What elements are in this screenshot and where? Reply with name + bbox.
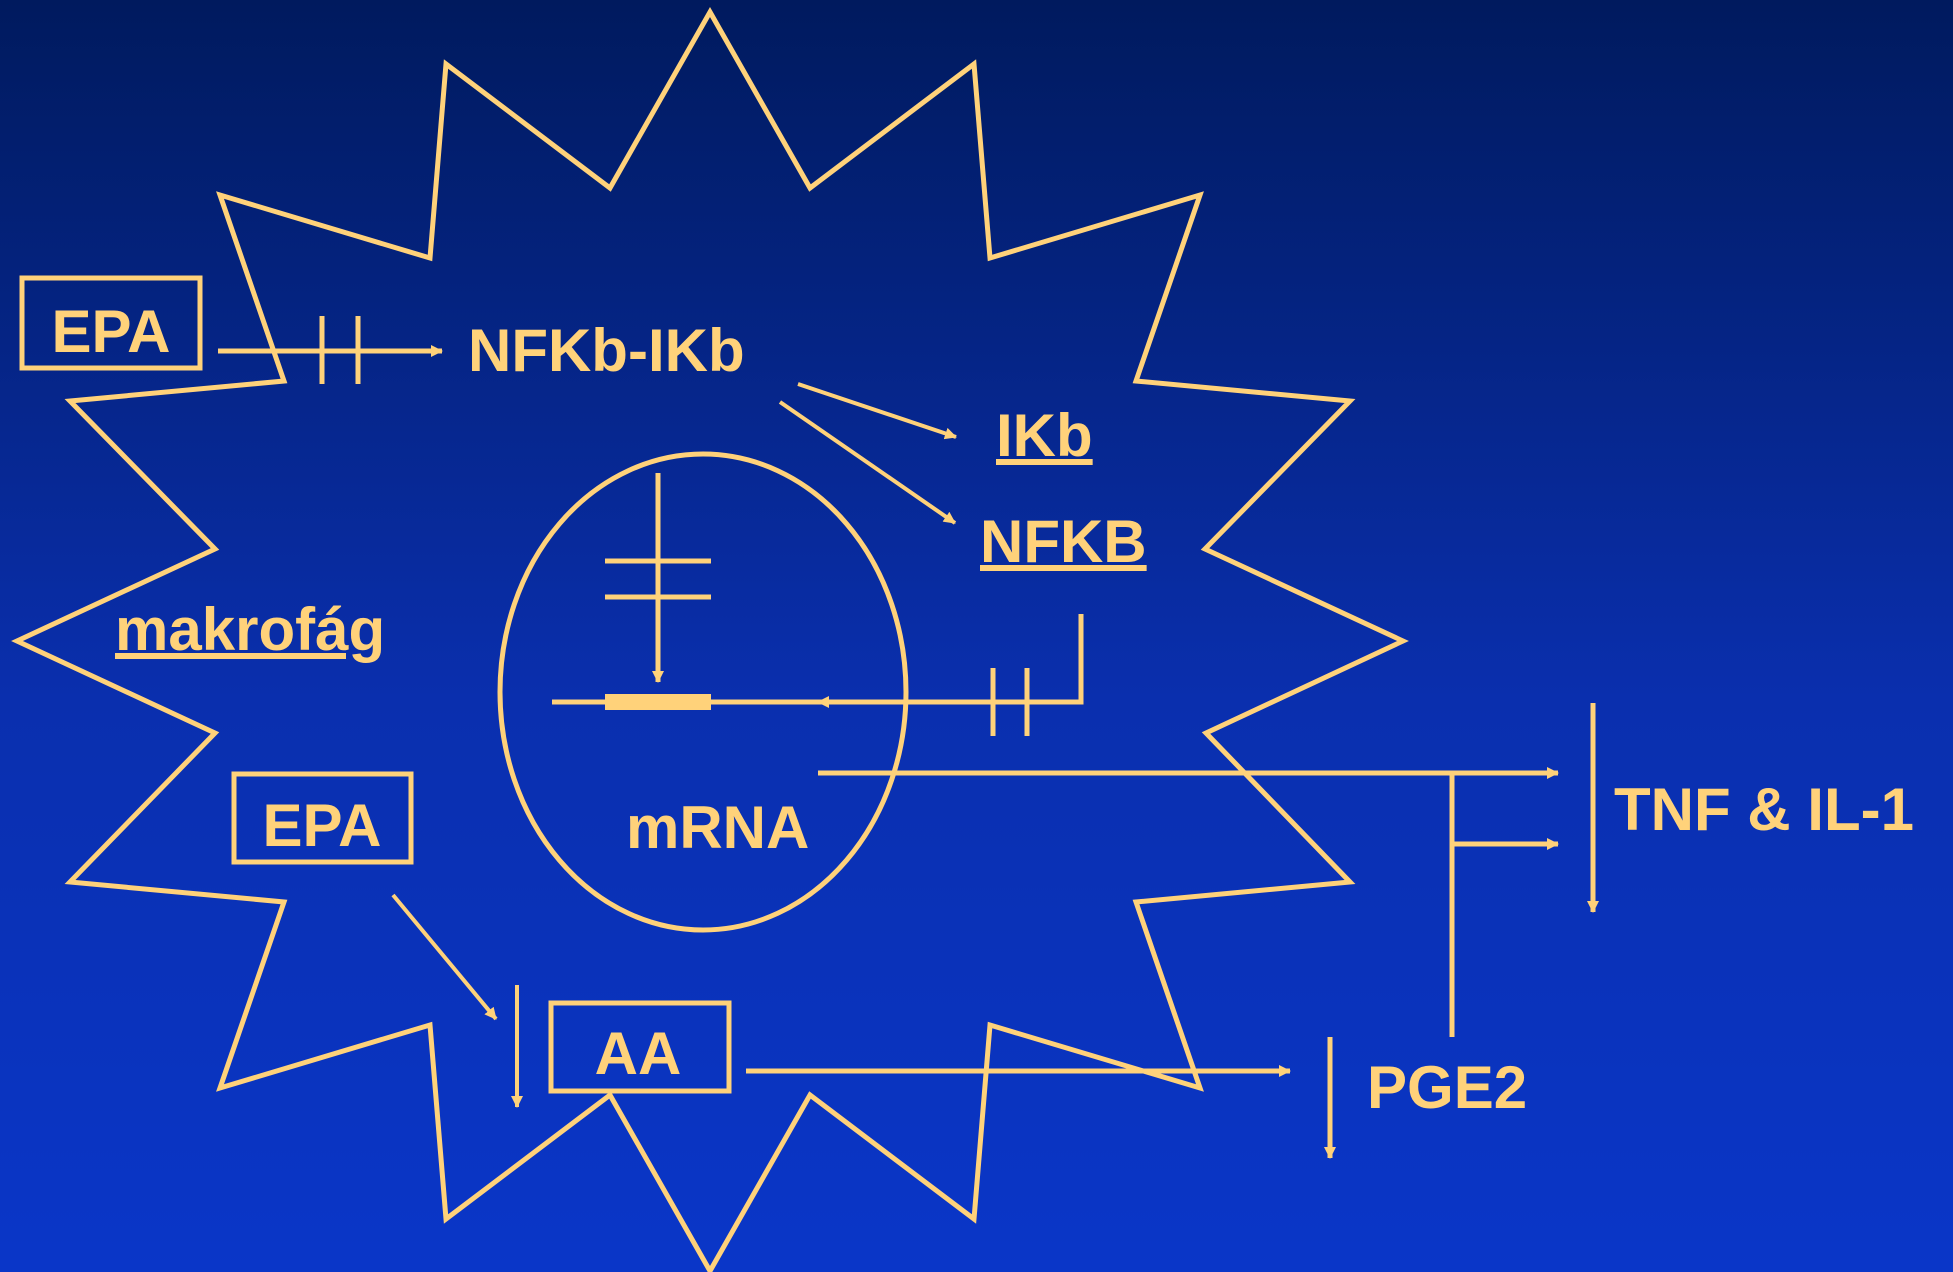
makrofag-label: makrofág (115, 596, 385, 663)
gene-segment (605, 694, 711, 710)
mrna-label: mRNA (626, 794, 809, 861)
aa-label: AA (595, 1020, 682, 1087)
pge2-label: PGE2 (1367, 1054, 1527, 1121)
aa-box (548, 1000, 732, 1094)
arrow-to-nfkb (778, 400, 957, 525)
nucleus (497, 451, 909, 933)
epa-top-label: EPA (52, 298, 171, 365)
arrow-to-ikb (797, 382, 957, 440)
epa-bottom-label: EPA (263, 792, 382, 859)
epa-top-box (19, 275, 203, 371)
epa-to-aa-arrow (391, 893, 498, 1021)
tnf-il1-label: TNF & IL-1 (1614, 776, 1914, 843)
nfkb-ikb-label: NFKb-IKb (468, 317, 745, 384)
nfkb-label: NFKB (980, 508, 1147, 575)
macrophage-cell-outline (11, 6, 1409, 1272)
ikb-label: IKb (996, 402, 1093, 469)
epa-bottom-box (231, 771, 414, 865)
nfkb-to-gene-arrow (817, 614, 1084, 708)
